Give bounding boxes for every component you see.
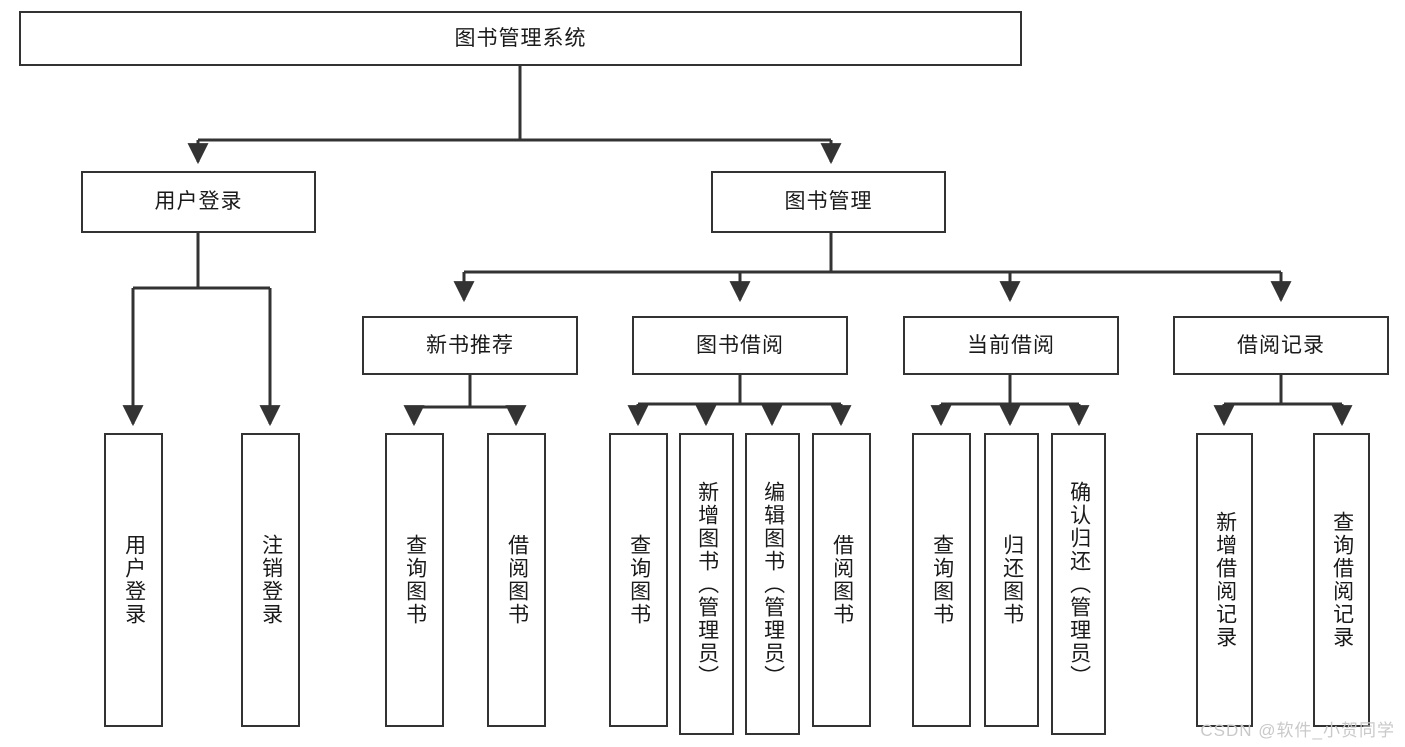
node-book-borrow[interactable]: 图书借阅	[632, 316, 848, 375]
leaf-query-book-current[interactable]: 查询图书	[912, 433, 971, 727]
node-label: 注销登录	[259, 534, 283, 626]
node-label: 图书管理系统	[454, 26, 587, 50]
node-label: 新增图书（管理员）	[695, 480, 719, 688]
leaf-user-login[interactable]: 用户登录	[104, 433, 163, 727]
leaf-add-borrow-record[interactable]: 新增借阅记录	[1196, 433, 1253, 727]
csdn-watermark: CSDN @软件_小贺同学	[1200, 721, 1395, 740]
node-label: 用户登录	[122, 534, 146, 626]
node-label: 查询图书	[403, 534, 427, 626]
node-book-management[interactable]: 图书管理	[711, 171, 946, 233]
leaf-edit-book-admin[interactable]: 编辑图书（管理员）	[745, 433, 800, 735]
node-label: 用户登录	[154, 190, 243, 214]
leaf-confirm-return-admin[interactable]: 确认归还（管理员）	[1051, 433, 1106, 735]
node-label: 查询图书	[627, 534, 651, 626]
leaf-add-book-admin[interactable]: 新增图书（管理员）	[679, 433, 734, 735]
node-new-book-recommend[interactable]: 新书推荐	[362, 316, 578, 375]
node-user-login[interactable]: 用户登录	[81, 171, 316, 233]
node-label: 借阅图书	[505, 534, 529, 626]
leaf-borrow-book-recommend[interactable]: 借阅图书	[487, 433, 546, 727]
node-label: 确认归还（管理员）	[1067, 480, 1091, 688]
node-label: 借阅图书	[830, 534, 854, 626]
leaf-query-book-borrow[interactable]: 查询图书	[609, 433, 668, 727]
node-label: 新书推荐	[426, 333, 514, 357]
node-label: 借阅记录	[1237, 333, 1325, 357]
node-label: 编辑图书（管理员）	[761, 480, 785, 688]
leaf-query-borrow-record[interactable]: 查询借阅记录	[1313, 433, 1370, 727]
node-label: 图书管理	[784, 190, 873, 214]
node-borrow-record[interactable]: 借阅记录	[1173, 316, 1389, 375]
node-root-book-management-system[interactable]: 图书管理系统	[19, 11, 1022, 66]
leaf-query-book-recommend[interactable]: 查询图书	[385, 433, 444, 727]
node-label: 当前借阅	[967, 333, 1055, 357]
node-label: 查询图书	[930, 534, 954, 626]
node-label: 归还图书	[1000, 534, 1024, 626]
node-label: 查询借阅记录	[1330, 511, 1354, 649]
node-label: 图书借阅	[696, 333, 784, 357]
leaf-return-book[interactable]: 归还图书	[984, 433, 1039, 727]
node-current-borrow[interactable]: 当前借阅	[903, 316, 1119, 375]
node-label: 新增借阅记录	[1213, 511, 1237, 649]
leaf-borrow-book[interactable]: 借阅图书	[812, 433, 871, 727]
leaf-logout-login[interactable]: 注销登录	[241, 433, 300, 727]
